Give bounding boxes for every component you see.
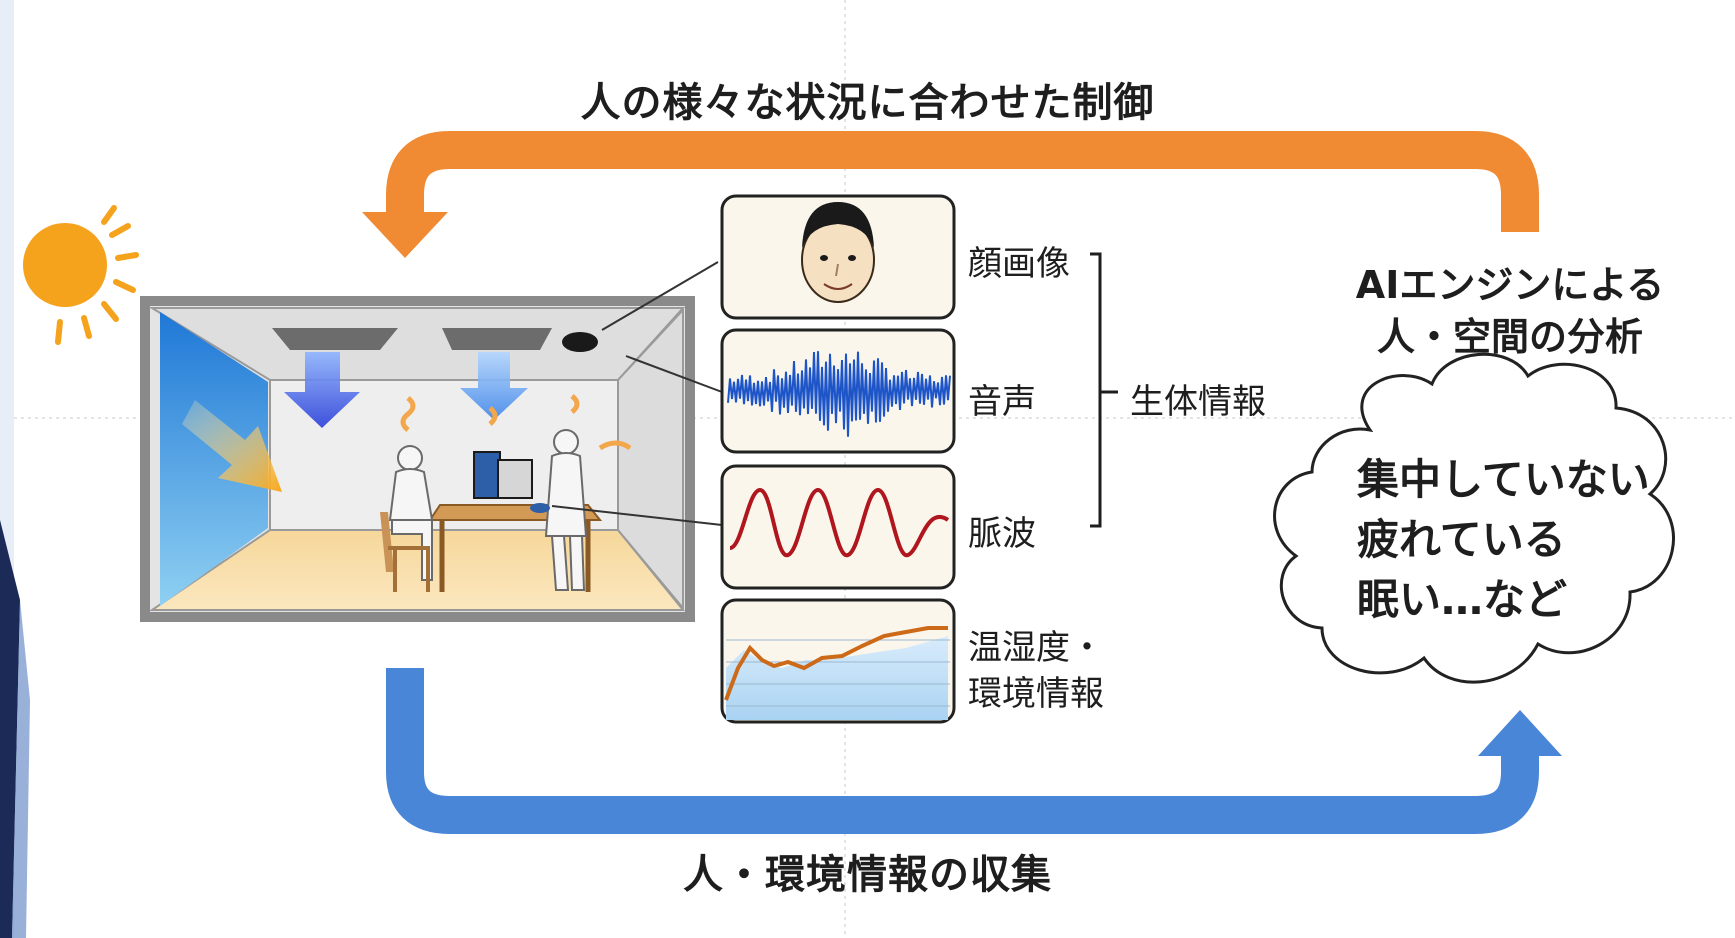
control-title: 人の様々な状況に合わせた制御 xyxy=(580,80,1155,126)
collection-title: 人・環境情報の収集 xyxy=(683,852,1052,898)
left-edge-decoration xyxy=(0,520,20,938)
sensor-panel-face xyxy=(720,194,956,320)
face-icon xyxy=(801,202,875,303)
sensor-panel-audio xyxy=(720,328,956,454)
biometric-group-label: 生体情報 xyxy=(1130,382,1266,422)
biometric-bracket xyxy=(1090,252,1118,528)
sun-icon xyxy=(23,205,139,345)
sensor-label-audio: 音声 xyxy=(968,382,1036,422)
ai-engine-label-line1: AIエンジンによる xyxy=(1355,263,1665,307)
pulse-wave-icon xyxy=(729,487,950,557)
cloud-text-line3: 眠い…など xyxy=(1357,575,1568,624)
environment-graph-icon xyxy=(724,626,950,720)
sensor-label-pulse: 脈波 xyxy=(968,514,1036,554)
analysis-cloud xyxy=(1273,352,1675,684)
cloud-text-line1: 集中していない xyxy=(1357,455,1650,504)
sensor-panel-pulse xyxy=(720,464,956,590)
sensor-label-face: 顔画像 xyxy=(968,244,1070,284)
ceiling-sensor-icon xyxy=(562,332,598,352)
sensor-connectors xyxy=(551,261,723,526)
sensor-panel-environment xyxy=(720,598,956,724)
ai-engine-label-line2: 人・空間の分析 xyxy=(1376,315,1643,359)
collection-arrow xyxy=(386,668,1562,834)
audio-waveform-icon xyxy=(727,351,951,437)
cloud-text-line2: 疲れている xyxy=(1357,515,1566,564)
control-arrow xyxy=(362,131,1539,258)
left-edge-decoration-2 xyxy=(12,600,30,938)
room-illustration xyxy=(140,296,695,622)
sensor-label-environment-line2: 環境情報 xyxy=(968,674,1104,714)
sensor-label-environment-line1: 温湿度・ xyxy=(968,628,1104,668)
